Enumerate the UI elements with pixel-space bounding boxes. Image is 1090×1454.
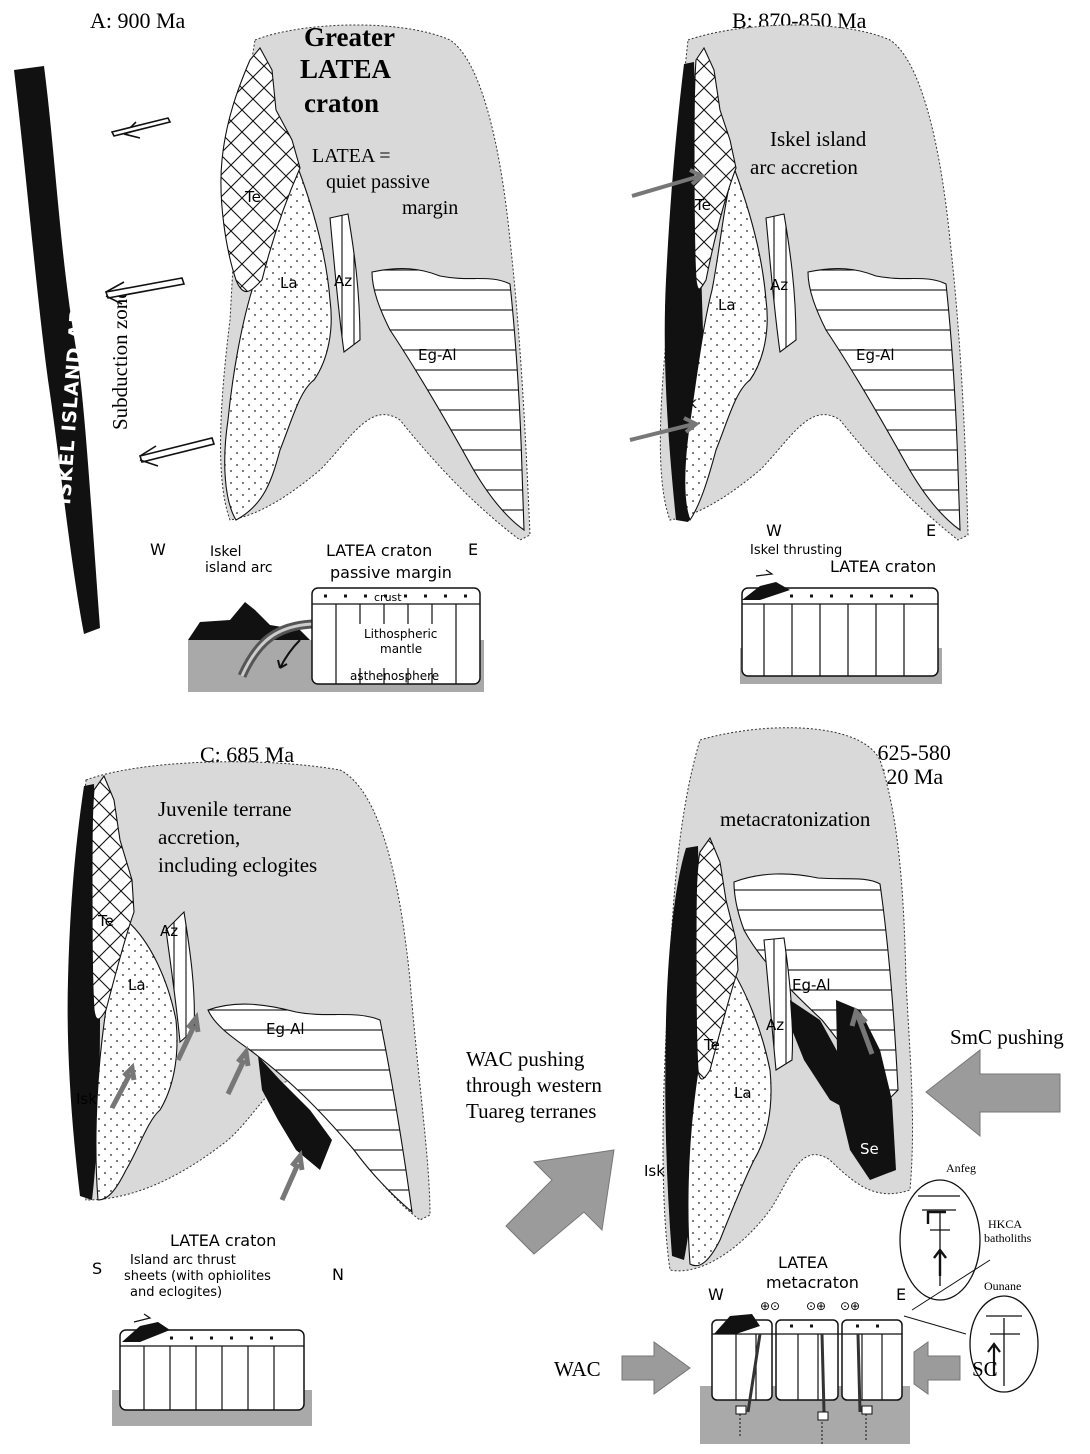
sc-label: SC bbox=[972, 1357, 998, 1381]
svg-text:⊙⊕: ⊙⊕ bbox=[806, 1299, 826, 1313]
section-b-east: E bbox=[926, 521, 936, 540]
terrane-eg-al-label: Eg-Al bbox=[418, 346, 457, 364]
terrane-la-label: La bbox=[280, 274, 298, 292]
terrane-te-label: Te bbox=[244, 188, 261, 206]
terrane-isk-d-label: Isk bbox=[644, 1162, 665, 1180]
section-b-thrust-label: Iskel thrusting bbox=[750, 543, 842, 558]
terrane-az-c-label: Az bbox=[160, 922, 178, 940]
section-a-crust-label: crust bbox=[374, 591, 402, 604]
section-d-craton-label: LATEA metacraton bbox=[766, 1253, 859, 1292]
terrane-la-d-label: La bbox=[734, 1084, 752, 1102]
cross-section-b: W E Iskel thrusting LATEA craton bbox=[740, 521, 942, 684]
section-a-craton-label: LATEA craton passive margin bbox=[326, 541, 452, 582]
subduction-zone-label: Subduction zone bbox=[108, 289, 132, 430]
section-d-east: E bbox=[896, 1285, 906, 1304]
terrane-se-d-label: Se bbox=[860, 1140, 879, 1158]
terrane-te-b-label: Te bbox=[694, 196, 711, 214]
section-a-west: W bbox=[150, 540, 166, 559]
section-c-north: N bbox=[332, 1265, 344, 1284]
cross-section-a: W E Iskel island arc LATEA craton passiv… bbox=[150, 540, 484, 692]
section-d-west: W bbox=[708, 1285, 724, 1304]
anfeg-label: Anfeg bbox=[946, 1161, 976, 1175]
terrane-la-c-label: La bbox=[128, 976, 146, 994]
subduction-arrow-icon bbox=[140, 438, 214, 466]
section-c-craton-label: LATEA craton bbox=[170, 1231, 276, 1250]
ounane-label: Ounane bbox=[984, 1279, 1021, 1293]
hkca-batholiths-label: HKCA batholiths bbox=[984, 1217, 1032, 1245]
terrane-az-b-label: Az bbox=[770, 276, 788, 294]
section-c-thrust-label: Island arc thrust sheets (with ophiolite… bbox=[124, 1253, 275, 1300]
panel-a: A: 900 Ma ISKEL ISLAND ARC Subduction zo… bbox=[14, 8, 530, 692]
section-b-west: W bbox=[766, 521, 782, 540]
panel-a-title: A: 900 Ma bbox=[90, 8, 186, 33]
terrane-eg-al-b-label: Eg-Al bbox=[856, 346, 895, 364]
terrane-isk-b-label: Isk bbox=[676, 394, 697, 412]
iskel-island-arc-band bbox=[14, 66, 100, 634]
wac-pushing-label: WAC pushing through western Tuareg terra… bbox=[466, 1047, 607, 1123]
panel-d: D: 625-580 -520 Ma Te La Az Eg-Al Isk Se… bbox=[466, 728, 1064, 1446]
section-b-craton-label: LATEA craton bbox=[830, 557, 936, 576]
wac-label: WAC bbox=[554, 1357, 601, 1381]
section-c-south: S bbox=[92, 1259, 102, 1278]
accretion-arrow-icon bbox=[282, 1156, 302, 1200]
terrane-eg-al-d-label: Eg-Al bbox=[792, 976, 831, 994]
svg-text:⊕⊙: ⊕⊙ bbox=[760, 1299, 780, 1313]
wac-arrow-icon bbox=[622, 1342, 690, 1394]
svg-text:⊙⊕: ⊙⊕ bbox=[840, 1299, 860, 1313]
smc-push-arrow-icon bbox=[926, 1050, 1060, 1136]
panel-c: C: 685 Ma Te La Az Eg-Al Isk Juvenile te… bbox=[68, 742, 430, 1426]
terrane-az-d-label: Az bbox=[766, 1016, 784, 1034]
panel-b: B: 870-850 Ma Te La Az Eg-Al Isk Iskel i… bbox=[630, 8, 968, 684]
terrane-isk-c-label: Isk bbox=[76, 1090, 97, 1108]
cross-section-c: LATEA craton S N Island arc thrust sheet… bbox=[92, 1231, 344, 1426]
subduction-arrow-icon bbox=[112, 118, 170, 138]
smc-pushing-label: SmC pushing bbox=[950, 1025, 1064, 1049]
wac-push-arrow-icon bbox=[506, 1150, 614, 1254]
section-a-east: E bbox=[468, 540, 478, 559]
section-a-arc-label: Iskel island arc bbox=[205, 544, 273, 576]
terrane-te-d-label: Te bbox=[703, 1036, 720, 1054]
terrane-te-c-label: Te bbox=[97, 912, 114, 930]
section-a-asthenosphere-label: asthenosphere bbox=[350, 669, 439, 683]
terrane-az-label: Az bbox=[334, 272, 352, 290]
metacratonization-note: metacratonization bbox=[720, 807, 871, 831]
terrane-eg-al-c-label: Eg-Al bbox=[266, 1020, 305, 1038]
sc-arrow-icon bbox=[914, 1342, 960, 1394]
terrane-la-b-label: La bbox=[718, 296, 736, 314]
